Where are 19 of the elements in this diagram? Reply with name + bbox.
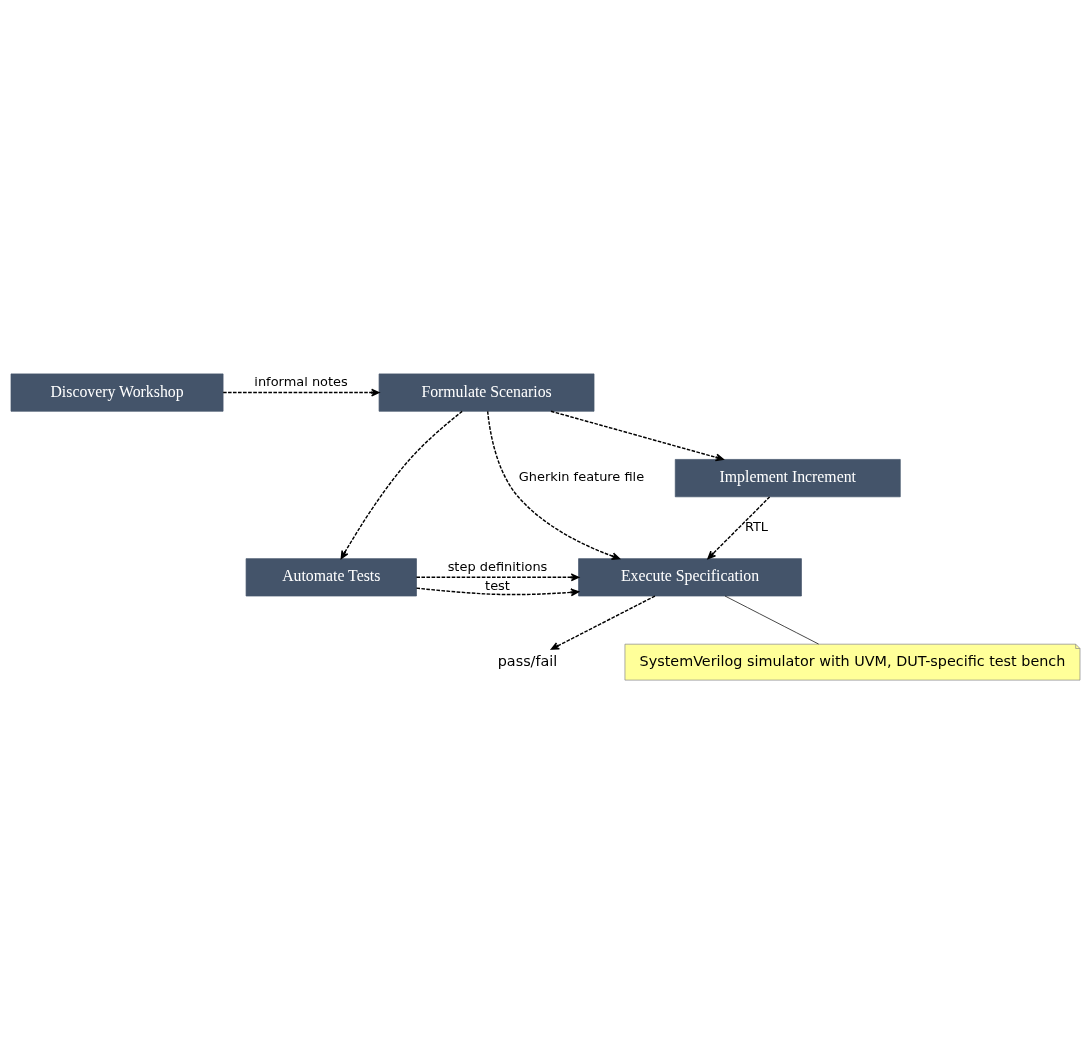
arrow <box>340 410 463 560</box>
arrow <box>415 587 580 597</box>
arrow <box>550 410 724 462</box>
arrow <box>550 595 656 650</box>
arrow <box>707 496 771 560</box>
node-box: Automate Tests <box>245 558 417 597</box>
node-text: pass/fail <box>497 652 558 669</box>
edge-label: Gherkin feature file <box>518 469 645 485</box>
connector <box>724 595 819 645</box>
node-box: Execute Specification <box>578 558 802 597</box>
arrow <box>222 388 380 397</box>
node-box: Discovery Workshop <box>10 373 224 412</box>
edge-label: informal notes <box>254 374 348 390</box>
edge-label: RTL <box>744 518 769 534</box>
edge-label: step definitions <box>447 559 548 575</box>
edge-label: test <box>485 577 510 593</box>
node-box: Formulate Scenarios <box>378 373 595 412</box>
node-box: Implement Increment <box>674 459 901 498</box>
arrow <box>486 410 620 560</box>
